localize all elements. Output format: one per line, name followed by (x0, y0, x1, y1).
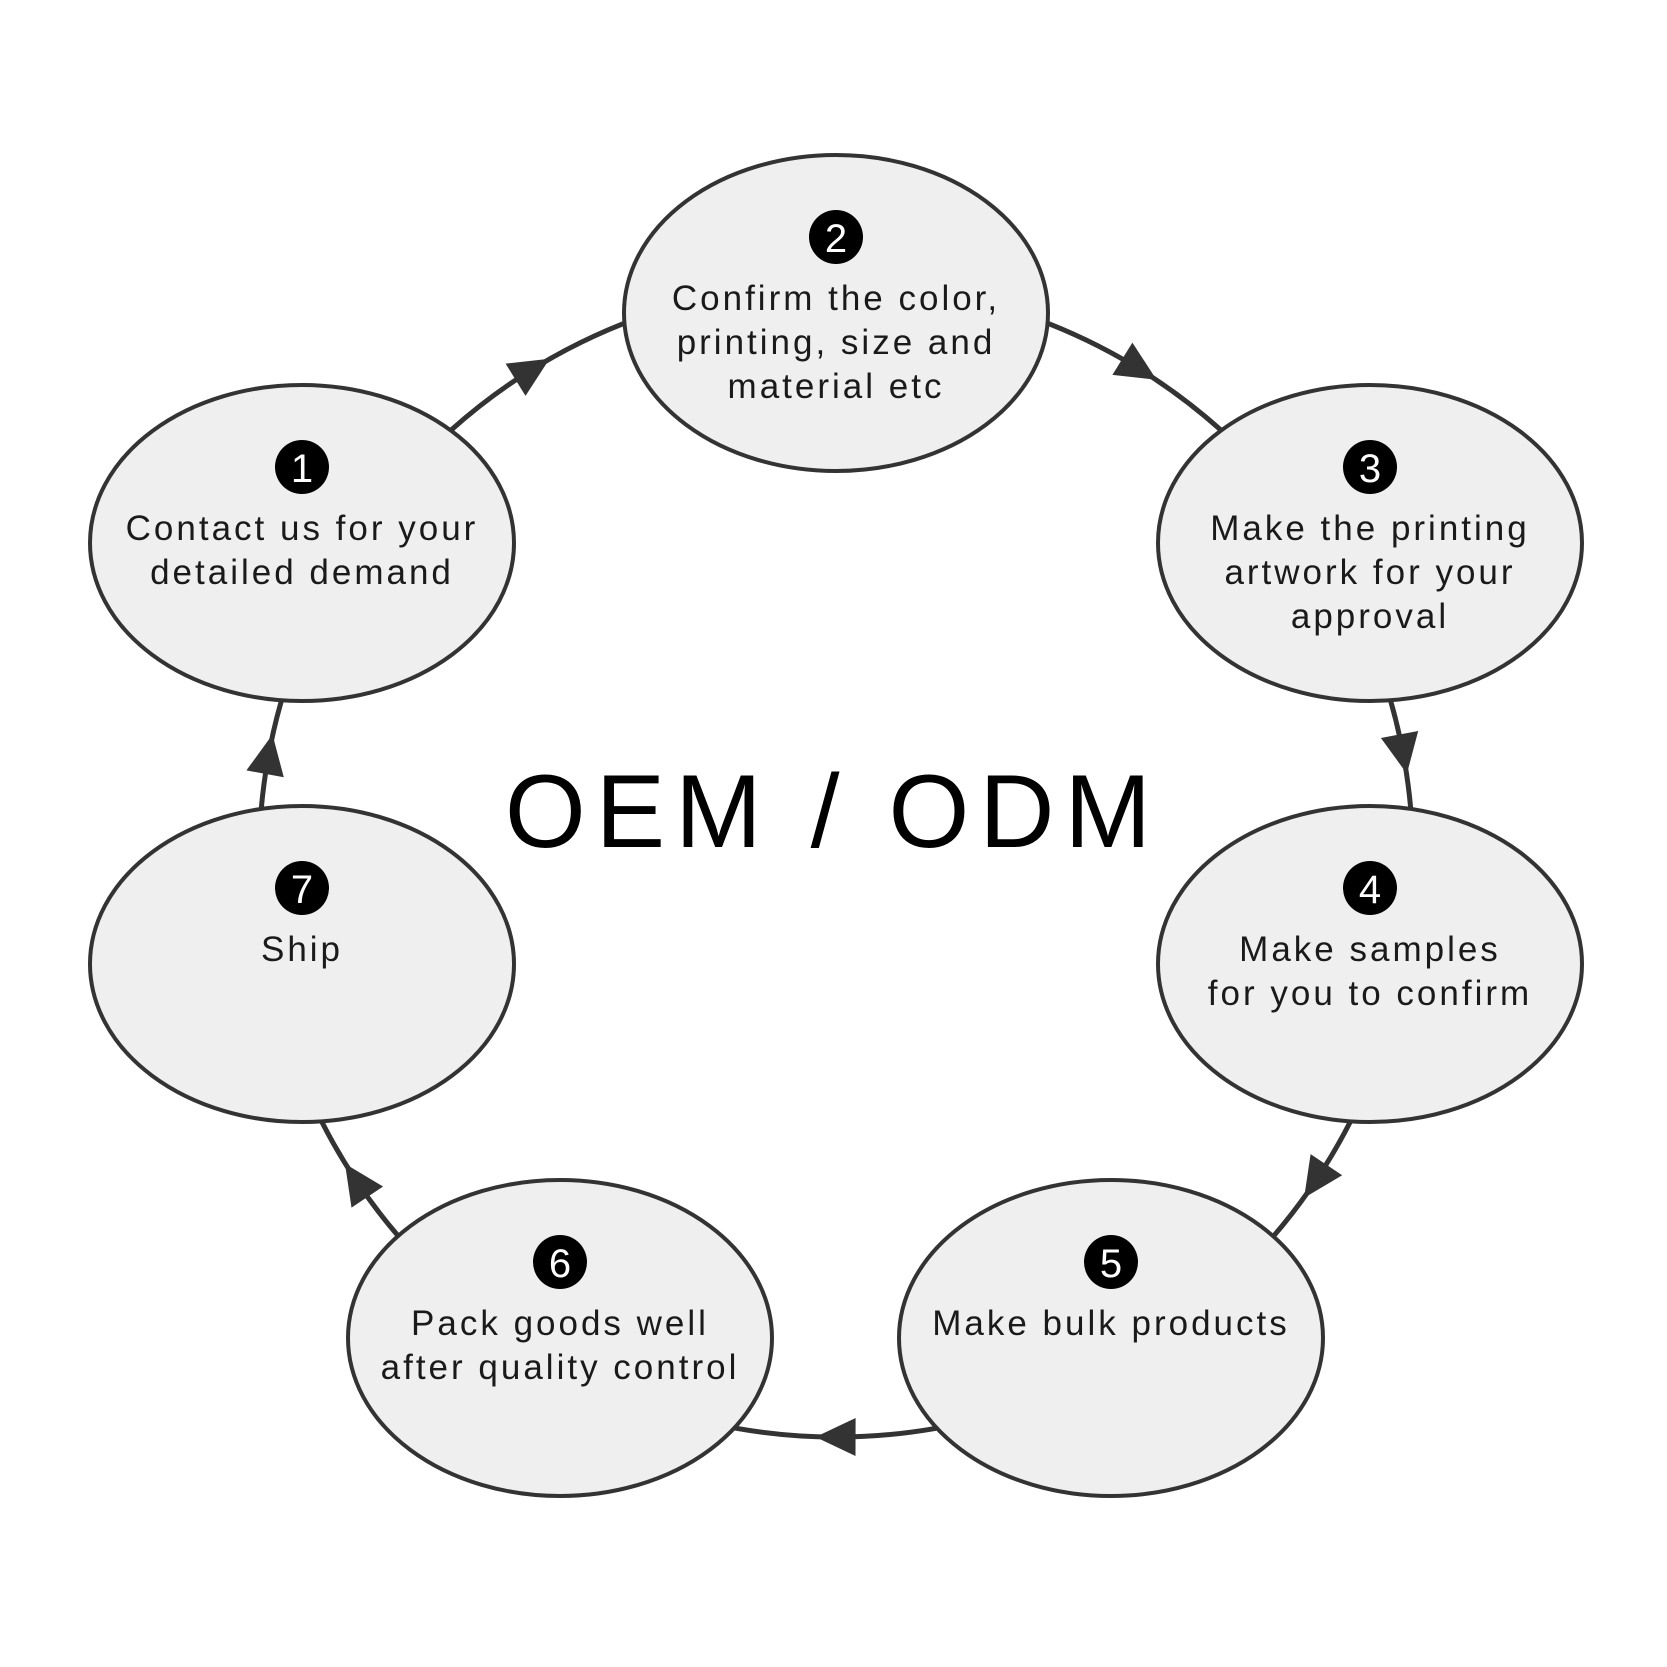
step-number: 2 (825, 217, 847, 261)
arrowhead-5-6 (815, 1418, 856, 1456)
arrowhead-6-7 (345, 1163, 384, 1208)
step-number-badge (1343, 440, 1397, 494)
step-label-line: printing, size and (677, 323, 996, 362)
step-label-line: after quality control (381, 1348, 740, 1387)
step-label-line: detailed demand (150, 553, 454, 592)
center-title: OEM / ODM (505, 754, 1161, 870)
arrowhead-3-4 (1380, 731, 1419, 774)
step-label-line: artwork for your (1224, 553, 1515, 592)
step-ellipse (1156, 804, 1584, 1124)
step-label-line: Contact us for your (126, 509, 479, 548)
step-label-line: material etc (728, 367, 945, 406)
arrowhead-1-2 (505, 358, 550, 396)
arrowhead-7-1 (246, 734, 284, 778)
step-number: 3 (1359, 447, 1381, 491)
step-number-badge (533, 1235, 587, 1289)
step-number-badge (1084, 1235, 1138, 1289)
step-ellipse (897, 1178, 1325, 1498)
step-number: 6 (549, 1242, 571, 1286)
step-number-badge (809, 210, 863, 264)
arrowhead-2-3 (1112, 342, 1157, 380)
arrowhead-4-5 (1304, 1154, 1343, 1198)
step-label-line: Make samples (1239, 930, 1501, 969)
step-label-line: Pack goods well (411, 1304, 709, 1343)
step-label-line: Make bulk products (932, 1304, 1289, 1343)
step-ellipse (88, 383, 516, 703)
connectors-layer (246, 321, 1419, 1456)
step-ellipse (88, 804, 516, 1124)
step-ellipse (346, 1178, 774, 1498)
step-label-line: approval (1291, 597, 1449, 636)
step-number-badge (275, 440, 329, 494)
step-number: 7 (291, 868, 313, 912)
step-number: 5 (1100, 1242, 1122, 1286)
step-label-line: Ship (261, 930, 343, 969)
step-label-line: for you to confirm (1208, 974, 1532, 1013)
step-number: 1 (291, 447, 313, 491)
step-number-badge (275, 861, 329, 915)
step-ellipse (1156, 383, 1584, 703)
step-label-line: Confirm the color, (672, 279, 1000, 318)
step-number-badge (1343, 861, 1397, 915)
step-number: 4 (1359, 868, 1381, 912)
step-ellipse (622, 153, 1050, 473)
step-label-line: Make the printing (1210, 509, 1529, 548)
